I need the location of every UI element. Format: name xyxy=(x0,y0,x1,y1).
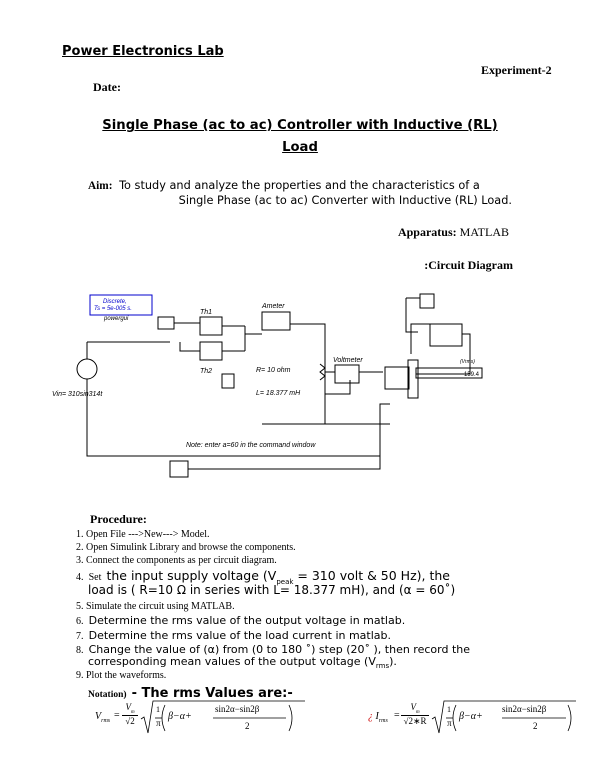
constant-block xyxy=(169,460,189,478)
step-5: 5. Simulate the circuit using MATLAB. xyxy=(76,601,235,612)
rms-display-value: 159.4 xyxy=(464,372,480,378)
step-2: 2. Open Simulink Library and browse the … xyxy=(76,542,296,553)
scope-2 xyxy=(384,366,410,390)
procedure-heading: Procedure: xyxy=(90,512,147,526)
apparatus-value: MATLAB xyxy=(459,225,509,239)
circuit-diagram: Discrete, Ts = 5e-005 s. powergui Th1 Th… xyxy=(52,293,483,478)
step-6-number: 6. xyxy=(76,616,84,627)
formula-irms-lhs: ¿ Irms xyxy=(368,711,388,724)
aim-label: Aim: xyxy=(88,180,113,192)
ammeter-label: Ameter xyxy=(261,303,285,310)
step-8-subscript: rms xyxy=(375,662,390,671)
document-title-line2: Load xyxy=(282,140,318,155)
step-4: 4. Set the input supply voltage (Vpeak =… xyxy=(76,567,516,590)
powergui-line1: Discrete, xyxy=(103,299,127,305)
step-8: 8. Change the value of (α) from (0 to 18… xyxy=(76,641,516,657)
step-4-set: Set xyxy=(88,572,102,583)
formula-irms: ¿ Irms = Vm √2∗R 1 π β−α+ sin2α−sin2β 2 xyxy=(368,699,578,737)
pulse-generator-1 xyxy=(157,316,175,330)
formula-irms-equals: = xyxy=(394,710,400,721)
pulse-generator-2 xyxy=(221,373,235,389)
step-4-text-a: the input supply voltage (V xyxy=(106,568,277,583)
scope-1 xyxy=(419,293,435,309)
step-7: 7. Determine the rms value of the load c… xyxy=(76,627,516,643)
formula-irms-fraction: Vm √2∗R xyxy=(401,702,429,727)
formula-vrms-lhs: Vrms xyxy=(95,711,111,724)
formula-vrms-denominator: 2 xyxy=(245,721,250,731)
date-label: Date: xyxy=(93,80,121,94)
formula-irms-pi: π xyxy=(447,718,452,728)
voltmeter-block xyxy=(334,364,360,384)
rms-display xyxy=(415,367,483,379)
formula-irms-one: 1 xyxy=(447,705,451,714)
formula-vrms-equals: = xyxy=(114,710,120,721)
document-title-line1: Single Phase (ac to ac) Controller with … xyxy=(102,118,498,133)
th1-label: Th1 xyxy=(200,309,212,316)
step-4-number: 4. xyxy=(76,572,84,583)
scope-2-frame xyxy=(407,359,419,399)
step-9: 9. Plot the waveforms. xyxy=(76,670,167,681)
step-4-text-b: = 310 volt & 50 Hz), the xyxy=(293,568,450,583)
step-4-subscript: peak xyxy=(276,578,294,587)
step-3: 3. Connect the components as per circuit… xyxy=(76,555,277,566)
formula-irms-denominator: 2 xyxy=(533,721,538,731)
step-6-text: Determine the rms value of the output vo… xyxy=(88,614,406,627)
formula-vrms: Vrms = Vm √2 1 π β−α+ sin2α−sin2β 2 xyxy=(95,699,305,737)
lab-title: Power Electronics Lab xyxy=(62,44,224,59)
rms-block xyxy=(429,323,463,347)
step-4-line2: load is ( R=10 Ω in series with L= 18.37… xyxy=(88,583,456,597)
ac-source-symbol xyxy=(76,358,98,380)
notation-line: Notation) - The rms Values are:- xyxy=(88,682,293,701)
voltmeter-label: Voltmeter xyxy=(333,357,363,364)
apparatus: Apparatus: MATLAB xyxy=(0,225,509,240)
formula-irms-body: β−α+ xyxy=(459,711,483,722)
step-7-text: Determine the rms value of the load curr… xyxy=(88,629,392,642)
step-7-number: 7. xyxy=(76,631,84,642)
inductance-label: L= 18.377 mH xyxy=(256,390,301,397)
thyristor-th2 xyxy=(199,341,223,361)
notation-label: Notation) xyxy=(88,690,127,700)
aim-section: Aim: To study and analyze the properties… xyxy=(88,179,480,192)
powergui-line2: Ts = 5e-005 s. xyxy=(94,306,132,312)
step-6: 6. Determine the rms value of the output… xyxy=(76,612,516,628)
formula-vrms-body: β−α+ xyxy=(168,711,192,722)
step-8-line2: corresponding mean values of the output … xyxy=(88,655,528,673)
step-8-number: 8. xyxy=(76,645,84,656)
apparatus-label: Apparatus: xyxy=(397,225,457,239)
th2-label: Th2 xyxy=(200,368,212,375)
circuit-diagram-heading: :Circuit Diagram xyxy=(424,258,513,272)
formula-vrms-radical xyxy=(140,700,305,734)
step-8-line2-a: corresponding mean values of the output … xyxy=(88,655,376,668)
formula-vrms-numerator: sin2α−sin2β xyxy=(215,704,260,714)
formula-vrms-one: 1 xyxy=(156,705,160,714)
step-8-line1: Change the value of (α) from (0 to 180 ˚… xyxy=(88,643,470,656)
step-8-line2-b: ). xyxy=(389,655,397,668)
formula-vrms-fraction: Vm √2 xyxy=(122,702,138,726)
aim-text-line1: To study and analyze the properties and … xyxy=(119,179,480,192)
powergui-block xyxy=(89,294,153,316)
aim-text-line2: Single Phase (ac to ac) Converter with I… xyxy=(178,194,512,207)
thyristor-th1 xyxy=(199,316,223,336)
powergui-line3: powergui xyxy=(103,316,129,322)
formula-irms-numerator: sin2α−sin2β xyxy=(502,704,547,714)
resistance-label: R= 10 ohm xyxy=(256,367,291,374)
experiment-number: Experiment-2 xyxy=(481,63,552,77)
source-label: Vin= 310sin314t xyxy=(52,391,103,398)
formula-irms-radical xyxy=(431,700,576,734)
formula-vrms-pi: π xyxy=(156,718,161,728)
ammeter-block xyxy=(261,311,291,331)
rms-display-label: (Vrms) xyxy=(460,359,475,365)
notation-text: - The rms Values are:- xyxy=(131,686,293,701)
diagram-note: Note: enter a=60 in the command window xyxy=(186,442,316,449)
step-1: 1. Open File --->New---> Model. xyxy=(76,529,210,540)
